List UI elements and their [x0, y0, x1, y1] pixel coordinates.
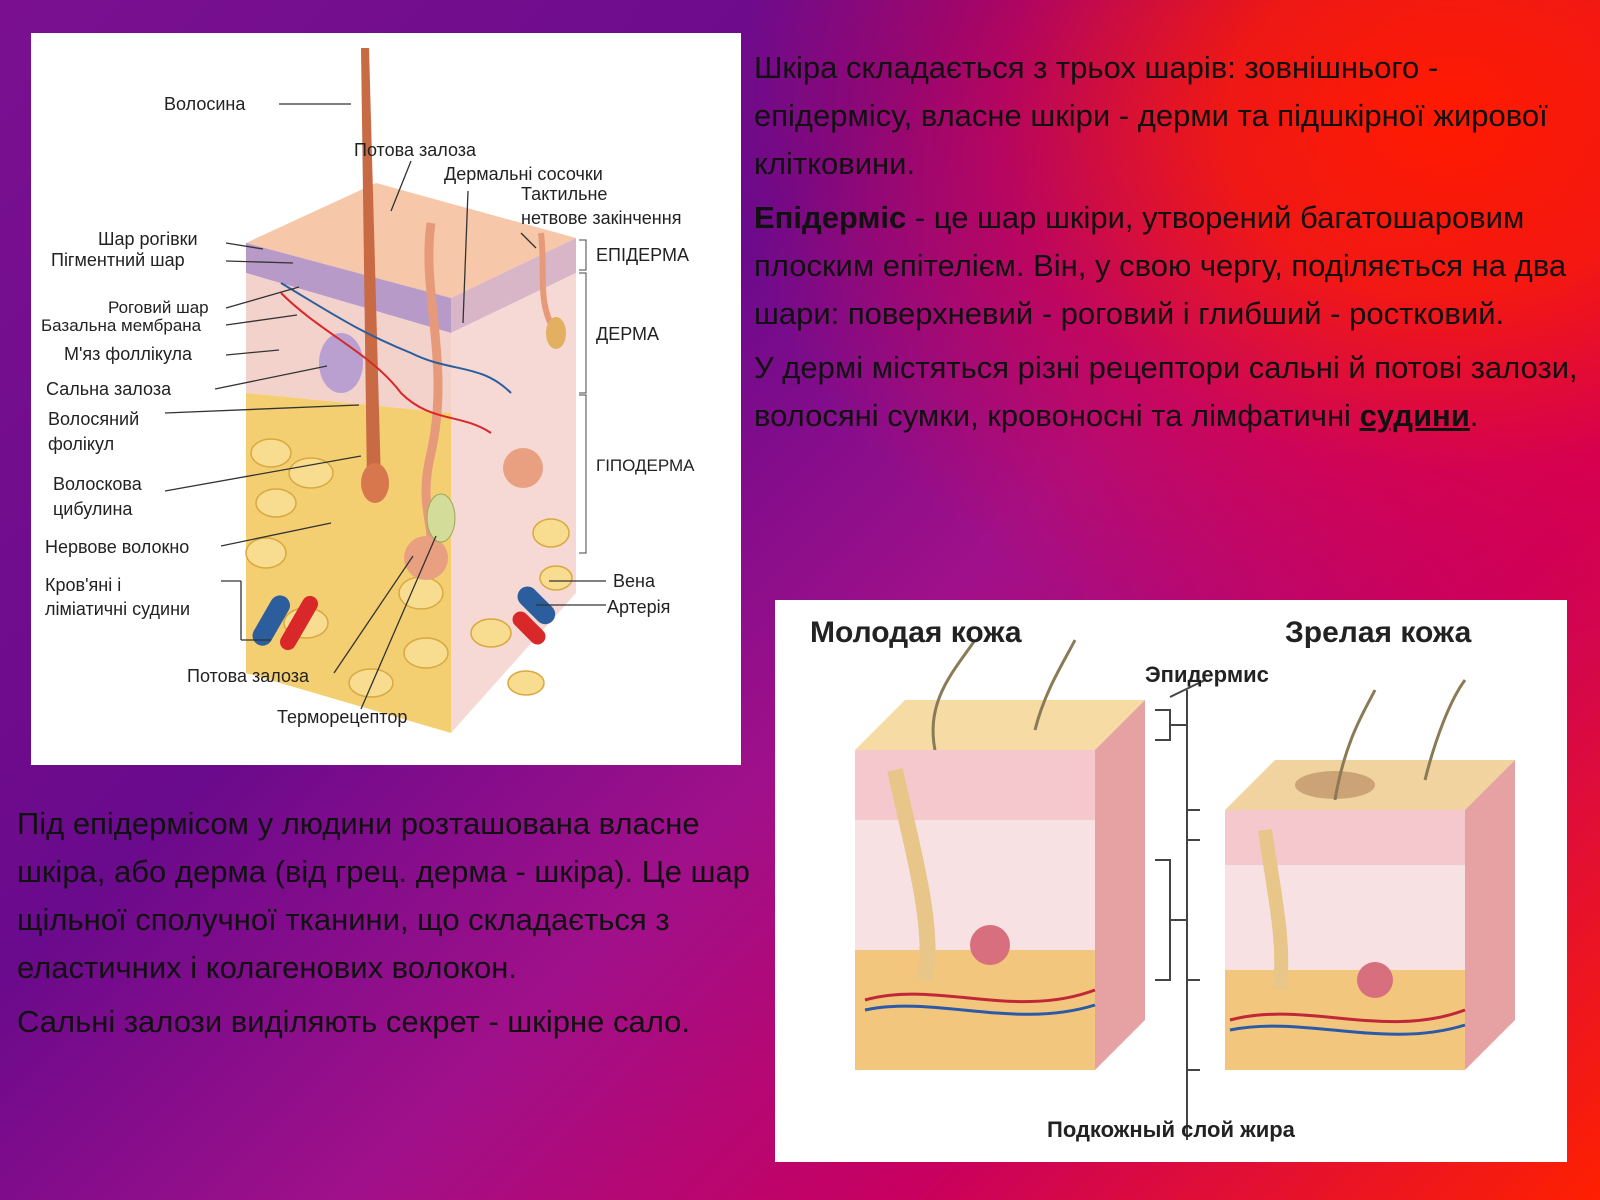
bottom-text-block: Під епідермісом у людини розташована вла… [17, 800, 762, 1052]
label-hair-bulb-line2: цибулина [53, 499, 133, 519]
mature-side [1465, 760, 1515, 1070]
label-vein: Вена [613, 571, 656, 591]
label-hair-bulb-line1: Волоскова [53, 474, 143, 494]
label-hair: Волосина [164, 94, 246, 114]
capillary-blue [280, 282, 512, 394]
label-dermal-papillae: Дермальні сосочки [444, 164, 603, 184]
skin-surface [246, 183, 576, 298]
label-nerve-fiber: Нервове волокно [45, 537, 189, 557]
label-stratum-corneum: Шар рогівки [98, 229, 198, 249]
artery-left [280, 595, 318, 651]
mature-hair-2 [1423, 679, 1467, 781]
epidermis-paragraph: Епідерміс - це шар шкіри, утворений бага… [754, 194, 1584, 338]
young-hair-2 [1033, 639, 1077, 731]
young-sweat-gland [970, 925, 1010, 965]
skin-comparison-svg: Молодая кожа Зрелая кожа Эпидермис Подко… [810, 616, 1515, 1142]
label-dermis: ДЕРМА [596, 324, 659, 344]
label-sweat-gland-bottom: Потова залоза [187, 666, 310, 686]
label-hair-follicle-line1: Волосяний [48, 409, 139, 429]
vessels-link[interactable]: судини [1359, 398, 1470, 433]
dermis-contents-paragraph: У дермі містяться різні рецептори сальні… [754, 344, 1584, 440]
right-text-block: Шкіра складається з трьох шарів: зовнішн… [754, 44, 1584, 446]
label-horny-layer: Роговий шар [108, 298, 209, 317]
mature-artery [1229, 1008, 1466, 1024]
mature-vein [1229, 1023, 1466, 1036]
epidermis-bracket [579, 239, 587, 271]
epidermis-term: Епідерміс [754, 200, 907, 235]
label-thermoreceptor: Терморецептор [277, 707, 407, 727]
dermis-contents-period: . [1469, 398, 1479, 433]
young-surface [855, 700, 1145, 750]
tactile-corpuscle [546, 317, 566, 349]
sebaceous-gland [319, 333, 363, 393]
hair-shaft [361, 48, 381, 485]
mature-follicle [1258, 829, 1289, 991]
artery-right [512, 611, 546, 645]
label-tactile-line2: нетвове закінчення [521, 208, 681, 228]
skin-cross-section-diagram: Волосина Потова залоза Дермальні сосочки… [31, 33, 741, 765]
mature-dermis [1225, 865, 1465, 970]
young-follicle [887, 768, 936, 982]
mature-sweat-gland [1357, 962, 1393, 998]
sebaceous-paragraph: Сальні залози виділяють секрет - шкірне … [17, 1004, 690, 1039]
mature-skin-title: Зрелая кожа [1285, 616, 1472, 649]
label-hypodermis: ГІПОДЕРМА [596, 456, 695, 475]
young-skin-title: Молодая кожа [810, 616, 1022, 649]
young-dermis [855, 820, 1095, 950]
label-epidermis: ЕПІДЕРМА [596, 245, 689, 265]
fat-lobules [245, 438, 573, 698]
label-hair-follicle-line2: фолікул [48, 434, 114, 454]
epidermis-layer-front [246, 243, 451, 333]
label-sweat-gland-top: Потова залоза [354, 140, 477, 160]
young-side [1095, 700, 1145, 1070]
label-vessels-line2: ліміатичні судини [45, 599, 190, 619]
thermoreceptor [426, 493, 456, 543]
epidermis-definition: - це шар шкіри, утворений багатошаровим … [754, 200, 1567, 331]
label-follicle-muscle: М'яз фоллікула [64, 344, 193, 364]
label-pigment-layer: Пігментний шар [51, 250, 185, 270]
comparison-brackets [1155, 679, 1206, 1140]
label-tactile-line1: Тактильне [521, 184, 607, 204]
dermis-contents-text: У дермі містяться різні рецептори сальні… [754, 350, 1578, 433]
skin-diagram-svg: Волосина Потова залоза Дермальні сосочки… [41, 48, 695, 733]
hypodermis-bracket [579, 394, 587, 554]
mature-hair-1 [1333, 689, 1377, 801]
epidermis-label: Эпидермис [1145, 662, 1269, 687]
hair-bulb [361, 463, 389, 503]
dermis-bracket [579, 272, 587, 394]
young-vein [864, 1003, 1096, 1016]
young-vs-mature-skin-diagram: Молодая кожа Зрелая кожа Эпидермис Подко… [775, 600, 1567, 1162]
leader-lines [164, 103, 606, 710]
label-vessels-line1: Кров'яні і [45, 575, 121, 595]
dermis-paragraph: Під епідермісом у людини розташована вла… [17, 806, 750, 985]
skin-layers-paragraph: Шкіра складається з трьох шарів: зовнішн… [754, 50, 1548, 181]
age-spot [1295, 771, 1375, 799]
young-artery [864, 988, 1096, 1004]
label-basal-membrane: Базальна мембрана [41, 316, 202, 335]
sweat-gland-coil-right [503, 448, 543, 488]
young-hair-1 [931, 639, 977, 751]
vein-left [252, 595, 290, 646]
fat-layer-label: Подкожный слой жира [1047, 1117, 1296, 1142]
label-sebaceous-gland: Сальна залоза [46, 379, 172, 399]
label-artery: Артерія [607, 597, 670, 617]
capillary-red [280, 292, 492, 434]
